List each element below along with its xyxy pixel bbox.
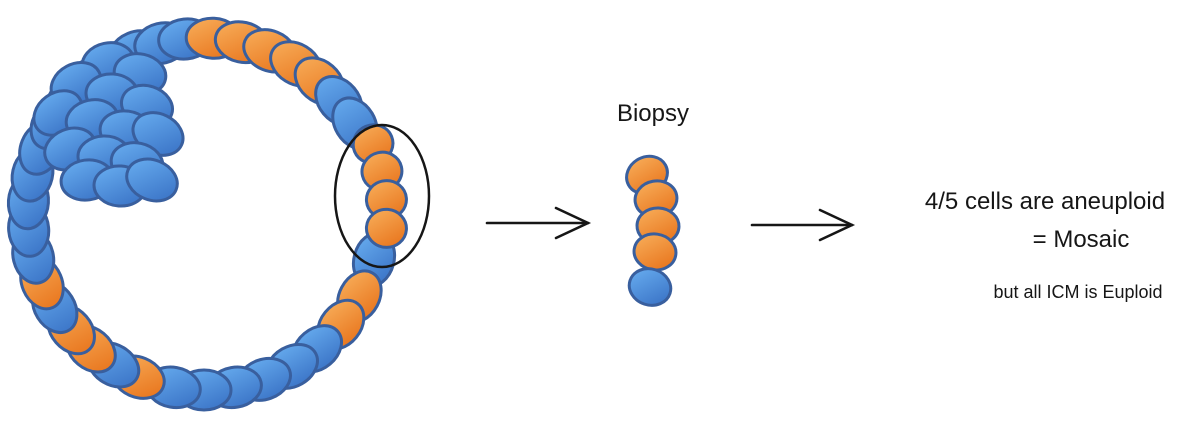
flow-arrows [485, 206, 856, 242]
icm-cell [125, 157, 179, 203]
result-line-mosaic: = Mosaic [1033, 226, 1130, 253]
arrowhead-icon [554, 206, 592, 240]
arrow-2 [750, 208, 856, 242]
result-line-icm-euploid: but all ICM is Euploid [993, 282, 1162, 302]
biopsy-label: Biopsy [617, 100, 689, 127]
biopsy-euploid-cell [627, 267, 673, 307]
arrowhead-icon [818, 208, 856, 242]
result-line-aneuploid: 4/5 cells are aneuploid [925, 188, 1165, 215]
biopsy-selection-ellipse [333, 123, 431, 269]
biopsy-sample-cells [625, 154, 681, 307]
inner-cell-mass [32, 41, 185, 208]
arrow-1 [485, 206, 592, 240]
aneuploid-cell [364, 207, 408, 249]
